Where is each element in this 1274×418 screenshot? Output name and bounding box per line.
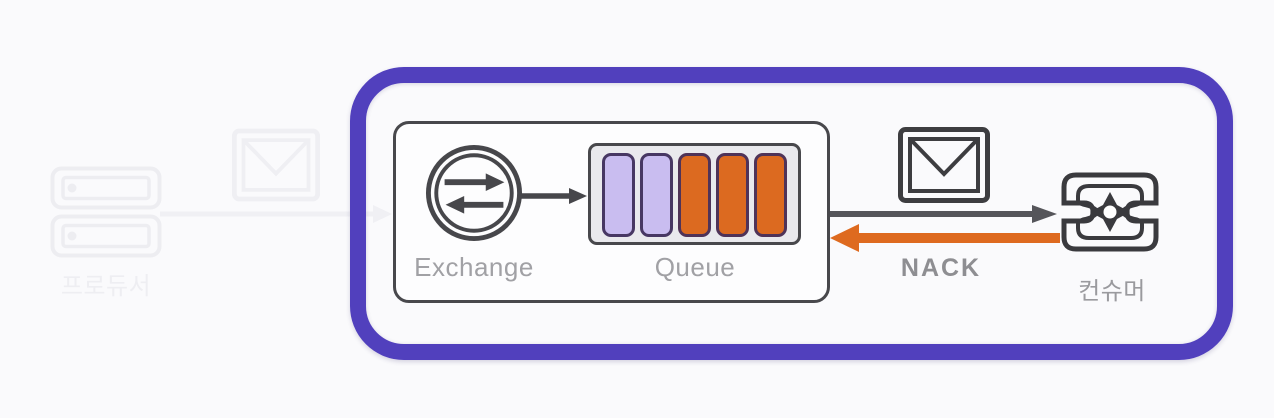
queue-message-lavender: [640, 153, 673, 237]
producer-label: 프로듀서: [60, 273, 152, 300]
queue-message-orange: [678, 153, 711, 237]
consumer-icon: [1061, 172, 1159, 252]
queue-message-orange: [716, 153, 749, 237]
message-envelope-icon: [898, 127, 990, 203]
exchange-icon: [425, 144, 523, 242]
queue-label: Queue: [654, 252, 736, 282]
queue-message-orange: [754, 153, 787, 237]
faded-message-envelope-icon: [232, 128, 320, 202]
queue-message-lavender: [602, 153, 635, 237]
exchange-label: Exchange: [414, 252, 534, 282]
nack-arrow: [830, 224, 1060, 252]
queue-icon: [588, 143, 801, 245]
nack-label: NACK: [900, 254, 982, 282]
queue-to-consumer-arrow: [830, 205, 1057, 223]
highlight-frame: [350, 67, 1233, 360]
exchange-to-queue-arrow: [521, 188, 587, 204]
producer-servers-icon: [50, 166, 162, 258]
producer-to-exchange-arrow: [160, 205, 392, 223]
consumer-label: 컨슈머: [1078, 278, 1146, 305]
